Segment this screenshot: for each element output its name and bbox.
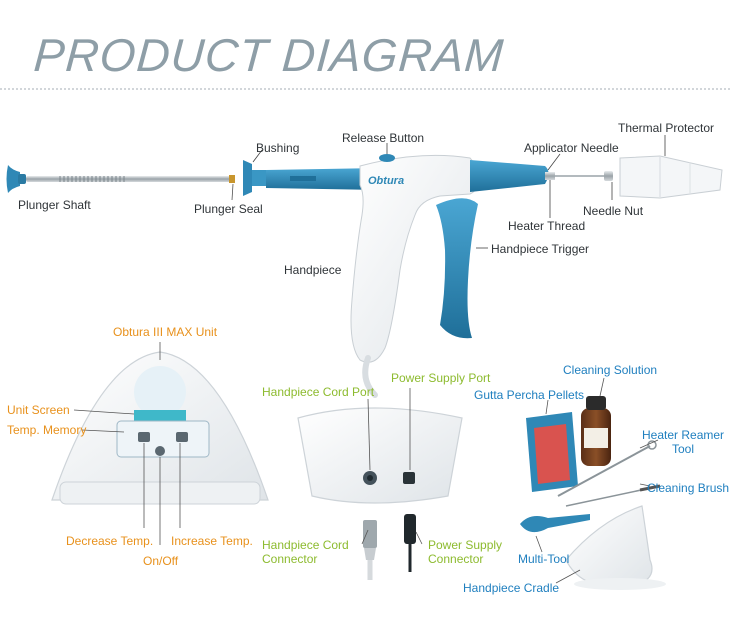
- label-handpiece-cord-connector: Handpiece Cord Connector: [262, 538, 349, 566]
- label-handpiece-cradle: Handpiece Cradle: [463, 581, 560, 595]
- label-handpiece-cord-port: Handpiece Cord Port: [262, 385, 375, 399]
- label-heater-thread: Heater Thread: [508, 219, 586, 233]
- label-cleaning-solution: Cleaning Solution: [563, 363, 658, 377]
- label-thermal-protector: Thermal Protector: [618, 121, 715, 135]
- plunger-knob: [6, 165, 20, 193]
- label-plunger-shaft: Plunger Shaft: [18, 198, 91, 212]
- label-multi-tool: Multi-Tool: [518, 552, 570, 566]
- power-supply-port-part: [403, 472, 415, 484]
- label-heater-reamer-tool-line2: Tool: [672, 442, 695, 456]
- unit-emblem: [134, 366, 186, 418]
- label-bushing: Bushing: [256, 141, 300, 155]
- plunger-seal-part: [229, 175, 235, 183]
- handpiece-logo: Obtura: [368, 175, 404, 187]
- label-power-supply-port: Power Supply Port: [391, 371, 491, 385]
- needle-nut-part: [604, 171, 613, 181]
- handpiece-illustration: Obtura: [243, 154, 723, 398]
- label-gutta-percha-pellets: Gutta Percha Pellets: [474, 388, 585, 402]
- label-release-button: Release Button: [342, 131, 425, 145]
- unit-front-illustration: [51, 351, 269, 505]
- decrease-button-part: [138, 432, 150, 442]
- label-cleaning-brush: Cleaning Brush: [647, 481, 730, 495]
- increase-button-part: [176, 432, 188, 442]
- label-heater-reamer-tool: Heater Reamer Tool: [642, 428, 724, 456]
- multi-tool-part: [520, 514, 590, 533]
- label-unit-name: Obtura III MAX Unit: [113, 325, 218, 339]
- label-handpiece-cord-connector-line2: Connector: [262, 552, 318, 566]
- label-temp-memory: Temp. Memory: [7, 423, 87, 437]
- label-plunger-seal: Plunger Seal: [194, 202, 263, 216]
- unit-rear-illustration: [297, 407, 463, 580]
- label-increase-temp: Increase Temp.: [171, 534, 253, 548]
- label-power-supply-connector-line2: Connector: [428, 552, 484, 566]
- label-handpiece: Handpiece: [284, 263, 342, 277]
- pellets-part: [534, 424, 570, 484]
- label-needle-nut: Needle Nut: [583, 204, 644, 218]
- label-on-off: On/Off: [143, 554, 179, 568]
- label-handpiece-trigger: Handpiece Trigger: [491, 242, 590, 256]
- label-handpiece-cord-connector-line1: Handpiece Cord: [262, 538, 349, 552]
- plunger-shaft-illustration: [6, 165, 235, 193]
- label-power-supply-connector-line1: Power Supply: [428, 538, 503, 552]
- heater-thread-part: [545, 172, 555, 180]
- label-applicator-needle: Applicator Needle: [524, 141, 619, 155]
- release-button-part: [379, 154, 395, 162]
- plunger-rod: [26, 176, 231, 182]
- handpiece-nose: [470, 160, 549, 192]
- label-heater-reamer-tool-line1: Heater Reamer: [642, 428, 725, 442]
- label-decrease-temp: Decrease Temp.: [66, 534, 154, 548]
- bushing-part: [243, 160, 252, 196]
- handpiece-barrel: [266, 168, 380, 190]
- label-power-supply-connector: Power Supply Connector: [428, 538, 502, 566]
- reamer-tool-part: [557, 445, 651, 497]
- thermal-protector-part: [619, 155, 723, 199]
- power-button-part: [155, 446, 165, 456]
- trigger-part: [436, 198, 478, 339]
- title-divider: [0, 88, 730, 90]
- accessories-illustration: [520, 396, 666, 590]
- label-unit-screen: Unit Screen: [7, 403, 70, 417]
